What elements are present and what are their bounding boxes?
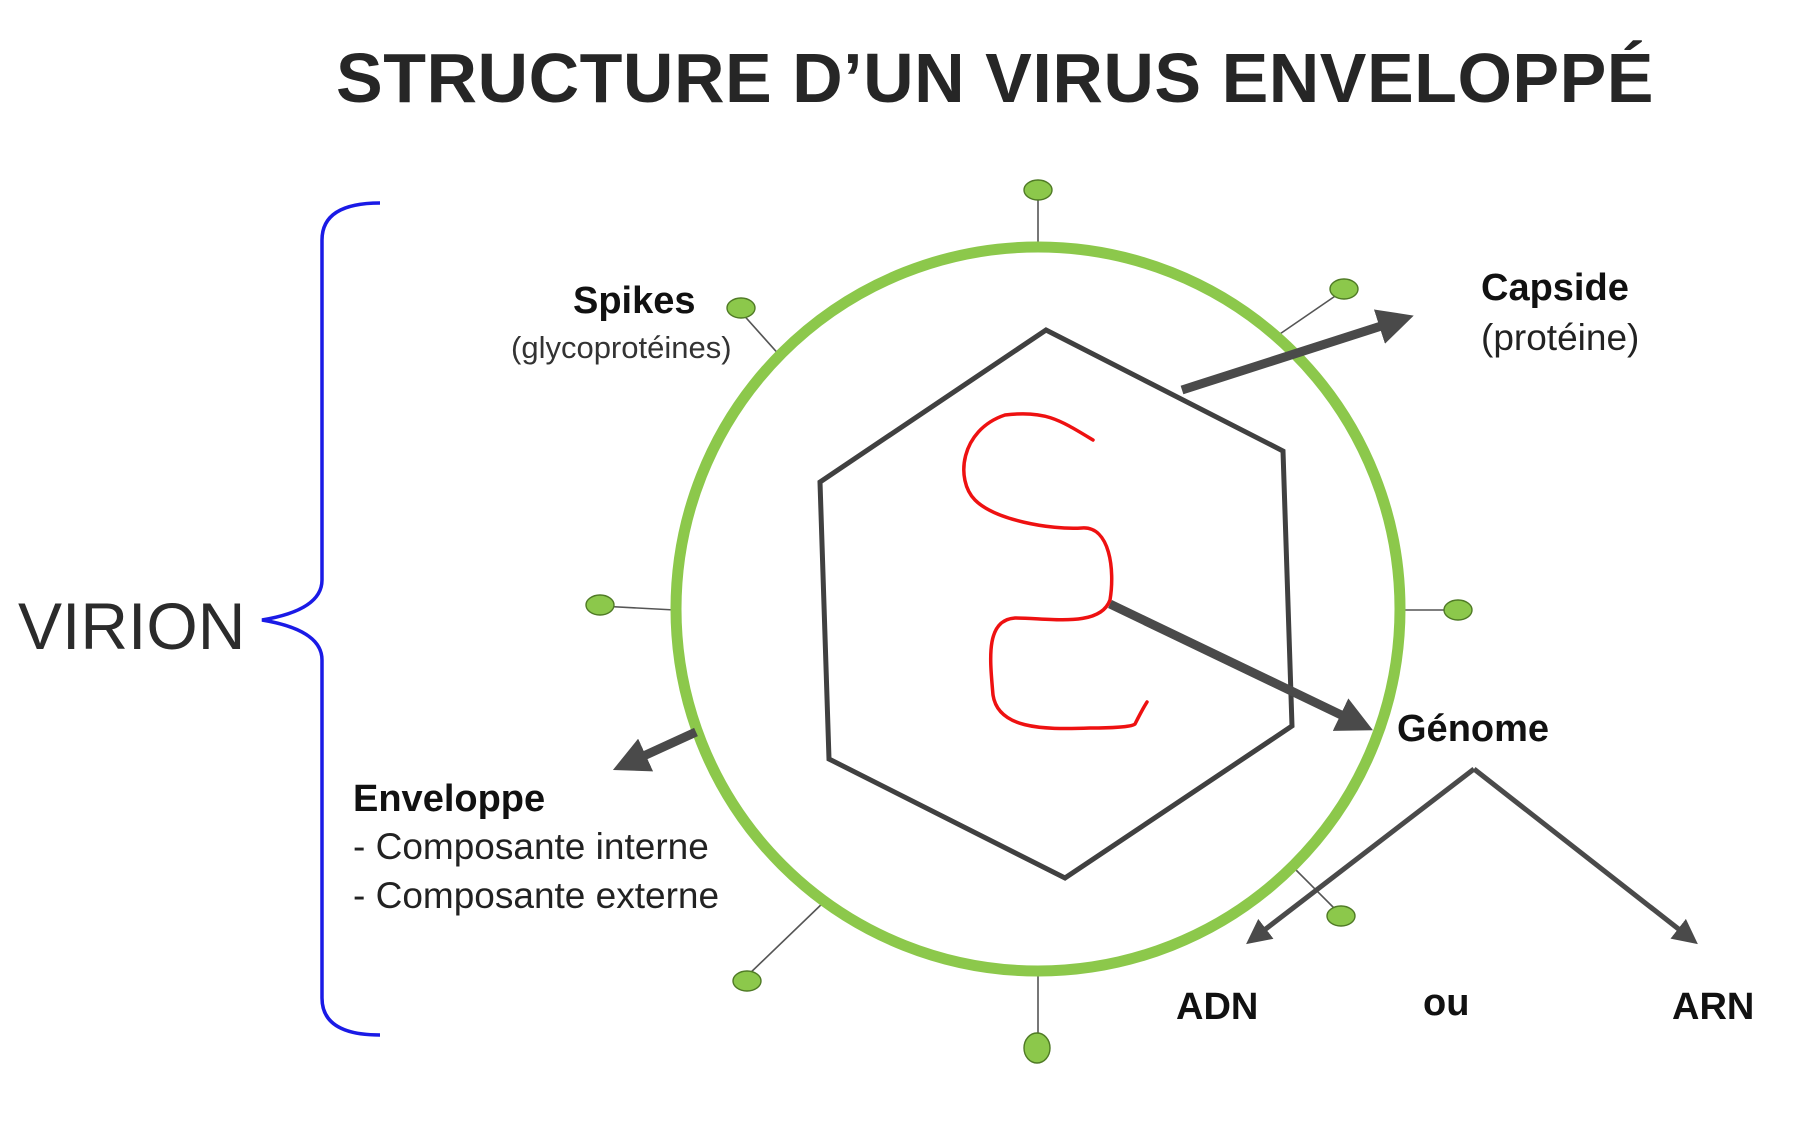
spike-head <box>1329 278 1359 300</box>
capside-label: Capside <box>1481 267 1629 309</box>
spike-head <box>585 594 615 616</box>
spike-stem <box>745 899 827 978</box>
spike-heads <box>585 179 1473 1064</box>
genome-branch-arrows <box>1246 767 1698 945</box>
spike-head <box>1023 179 1053 201</box>
enveloppe-item: - Composante interne <box>353 826 709 867</box>
arrows <box>612 309 1414 772</box>
adn-branch-arrow <box>1246 767 1476 945</box>
genome-strand <box>962 412 1149 731</box>
capside-arrow <box>1180 309 1414 395</box>
spike-head <box>732 970 762 992</box>
arn-branch-arrow <box>1472 767 1698 945</box>
spike-head <box>1443 599 1473 621</box>
enveloppe-label: Enveloppe <box>353 778 546 820</box>
enveloppe-item: - Composante externe <box>353 875 720 916</box>
adn-label: ADN <box>1176 986 1259 1028</box>
spike-head <box>1023 1032 1051 1064</box>
capsid-hexagon <box>817 327 1295 881</box>
page-title: STRUCTURE D’UN VIRUS ENVELOPPÉ <box>336 39 1654 117</box>
spikes-label: Spikes <box>573 280 696 322</box>
spike-stem <box>739 310 783 359</box>
spike-head <box>1326 905 1356 927</box>
envelope-circle <box>670 241 1406 977</box>
or-label: ou <box>1423 982 1470 1024</box>
virion-label: VIRION <box>18 589 246 663</box>
arn-label: ARN <box>1672 986 1755 1028</box>
virion-brace <box>261 201 381 1037</box>
spike-head <box>726 297 756 319</box>
genome-arrow <box>1108 599 1373 731</box>
spike-stem <box>1273 289 1345 339</box>
capside-sublabel: (protéine) <box>1481 317 1640 358</box>
spikes-sublabel: (glycoprotéines) <box>511 330 732 365</box>
enveloppe-arrow <box>612 727 698 772</box>
genome-label: Génome <box>1397 708 1550 750</box>
